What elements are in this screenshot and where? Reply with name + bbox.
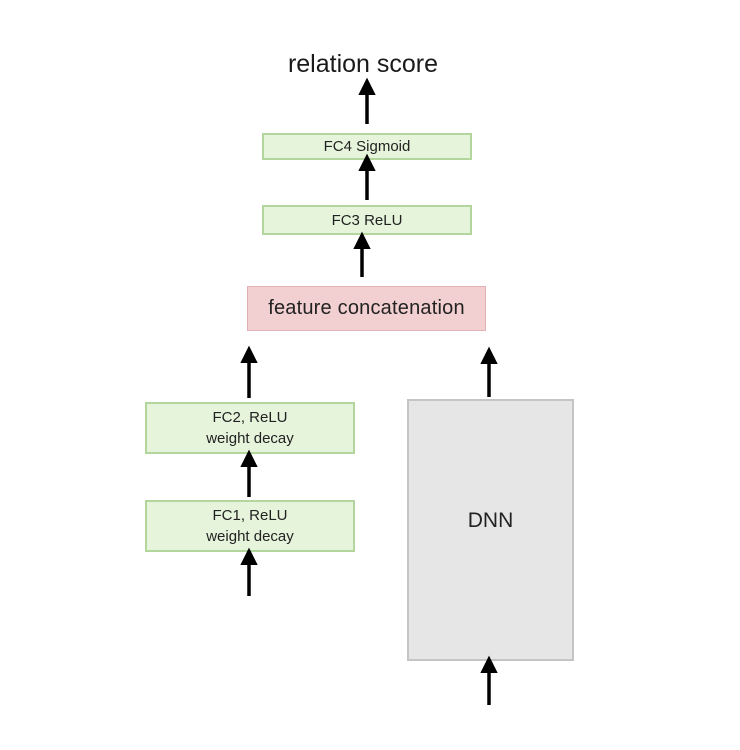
fc4-label: FC4 Sigmoid — [323, 138, 411, 155]
dnn-block: DNN — [407, 399, 574, 661]
dnn-label: DNN — [467, 509, 514, 532]
fc2-label-line1: FC2, ReLU — [212, 409, 288, 426]
feature-concatenation-label: feature concatenation — [268, 297, 465, 319]
fc4-sigmoid-layer: FC4 Sigmoid — [262, 133, 472, 160]
feature-concatenation-block: feature concatenation — [247, 286, 486, 331]
fc3-label: FC3 ReLU — [331, 211, 403, 229]
relation-score-label: relation score — [287, 50, 439, 78]
fc1-label-line1: FC1, ReLU — [212, 507, 288, 524]
fc2-label-line2: weight decay — [206, 430, 294, 447]
fc1-label-line2: weight decay — [206, 528, 294, 545]
